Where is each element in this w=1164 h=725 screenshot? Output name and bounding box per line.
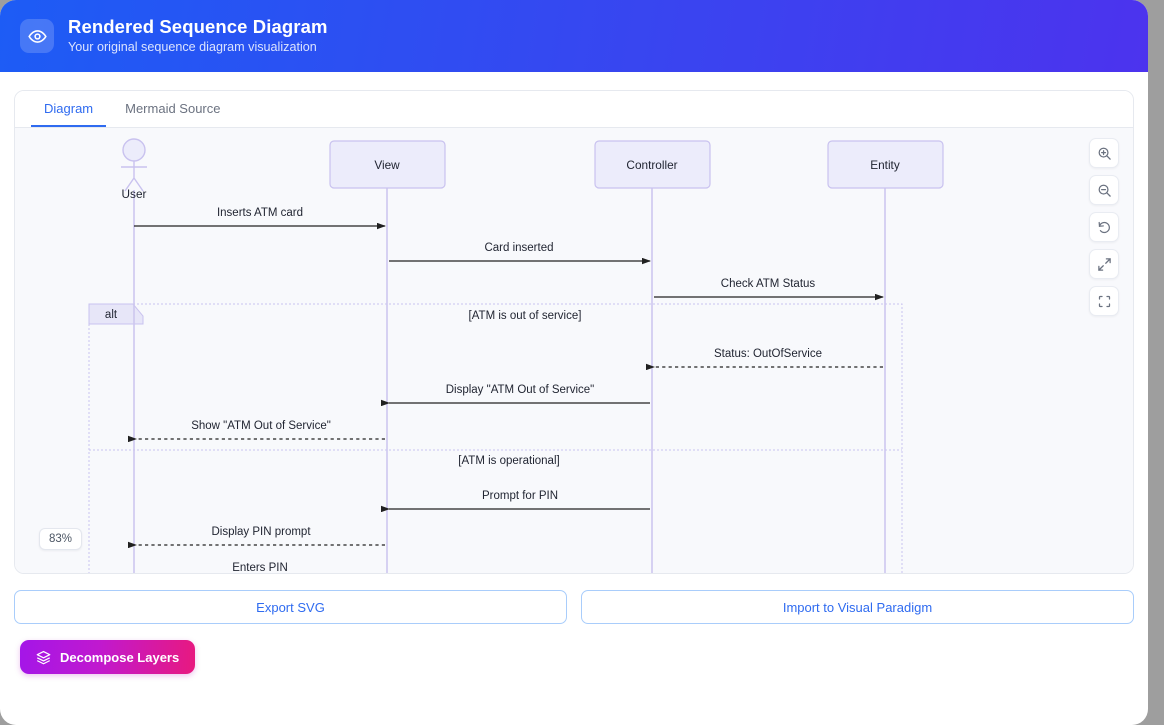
- message-check-atm-status: Check ATM Status: [654, 278, 883, 297]
- participant-entity[interactable]: Entity: [828, 141, 943, 188]
- participant-label: View: [374, 158, 400, 172]
- decompose-layers-label: Decompose Layers: [60, 650, 179, 665]
- zoom-controls: [1089, 138, 1119, 316]
- svg-text:[ATM is operational]: [ATM is operational]: [458, 455, 559, 467]
- messages: Inserts ATM card Card inserted Check ATM…: [134, 207, 883, 574]
- svg-text:Check ATM Status: Check ATM Status: [721, 278, 816, 290]
- message-display-atm-out-of-service: Display "ATM Out of Service": [389, 384, 650, 403]
- message-card-inserted: Card inserted: [389, 242, 650, 261]
- expand-icon[interactable]: [1089, 249, 1119, 279]
- message-inserts-atm-card: Inserts ATM card: [134, 207, 385, 226]
- sequence-diagram-svg: alt User: [15, 128, 1133, 574]
- svg-text:Card inserted: Card inserted: [484, 242, 553, 254]
- participant-label: Controller: [626, 158, 677, 172]
- participant-controller[interactable]: Controller: [595, 141, 710, 188]
- fragment-condition-out-of-service: [ATM is out of service]: [469, 310, 582, 322]
- participant-label: User: [122, 187, 147, 201]
- svg-text:[ATM is out of service]: [ATM is out of service]: [469, 310, 582, 322]
- alt-label: alt: [105, 309, 118, 321]
- svg-text:Inserts ATM card: Inserts ATM card: [217, 207, 303, 219]
- participant-label: Entity: [870, 158, 900, 172]
- message-enters-pin: Enters PIN: [232, 562, 288, 574]
- message-status-outofservice: Status: OutOfService: [654, 348, 883, 367]
- diagram-canvas[interactable]: alt User: [15, 128, 1133, 574]
- zoom-in-icon[interactable]: [1089, 138, 1119, 168]
- participant-user[interactable]: User: [121, 139, 147, 201]
- svg-text:Status: OutOfService: Status: OutOfService: [714, 348, 822, 360]
- reset-icon[interactable]: [1089, 212, 1119, 242]
- diagram-card: Diagram Mermaid Source alt: [14, 90, 1134, 574]
- tab-mermaid-source[interactable]: Mermaid Source: [112, 93, 233, 127]
- tab-diagram[interactable]: Diagram: [31, 93, 106, 127]
- eye-icon: [20, 19, 54, 53]
- page-title: Rendered Sequence Diagram: [68, 15, 328, 38]
- participant-view[interactable]: View: [330, 141, 445, 188]
- svg-text:Display "ATM Out of Service": Display "ATM Out of Service": [446, 384, 595, 396]
- svg-text:Show "ATM Out of Service": Show "ATM Out of Service": [191, 420, 331, 432]
- message-display-pin-prompt: Display PIN prompt: [136, 526, 385, 545]
- svg-text:Enters PIN: Enters PIN: [232, 562, 288, 574]
- app-header: Rendered Sequence Diagram Your original …: [0, 0, 1148, 72]
- zoom-level-badge: 83%: [39, 528, 82, 550]
- diagram-stage: alt User: [15, 128, 1133, 574]
- focus-icon[interactable]: [1089, 286, 1119, 316]
- fragment-condition-operational: [ATM is operational]: [458, 455, 559, 467]
- svg-text:Prompt for PIN: Prompt for PIN: [482, 490, 558, 502]
- message-prompt-for-pin: Prompt for PIN: [389, 490, 650, 509]
- tab-bar: Diagram Mermaid Source: [15, 91, 1133, 128]
- message-show-atm-out-of-service: Show "ATM Out of Service": [136, 420, 385, 439]
- decompose-row: Decompose Layers: [20, 640, 1148, 674]
- zoom-out-icon[interactable]: [1089, 175, 1119, 205]
- page-subtitle: Your original sequence diagram visualiza…: [68, 39, 328, 57]
- action-bar: Export SVG Import to Visual Paradigm: [14, 590, 1134, 624]
- layers-icon: [36, 650, 51, 665]
- import-visual-paradigm-button[interactable]: Import to Visual Paradigm: [581, 590, 1134, 624]
- export-svg-button[interactable]: Export SVG: [14, 590, 567, 624]
- decompose-layers-button[interactable]: Decompose Layers: [20, 640, 195, 674]
- svg-text:Display PIN prompt: Display PIN prompt: [211, 526, 311, 538]
